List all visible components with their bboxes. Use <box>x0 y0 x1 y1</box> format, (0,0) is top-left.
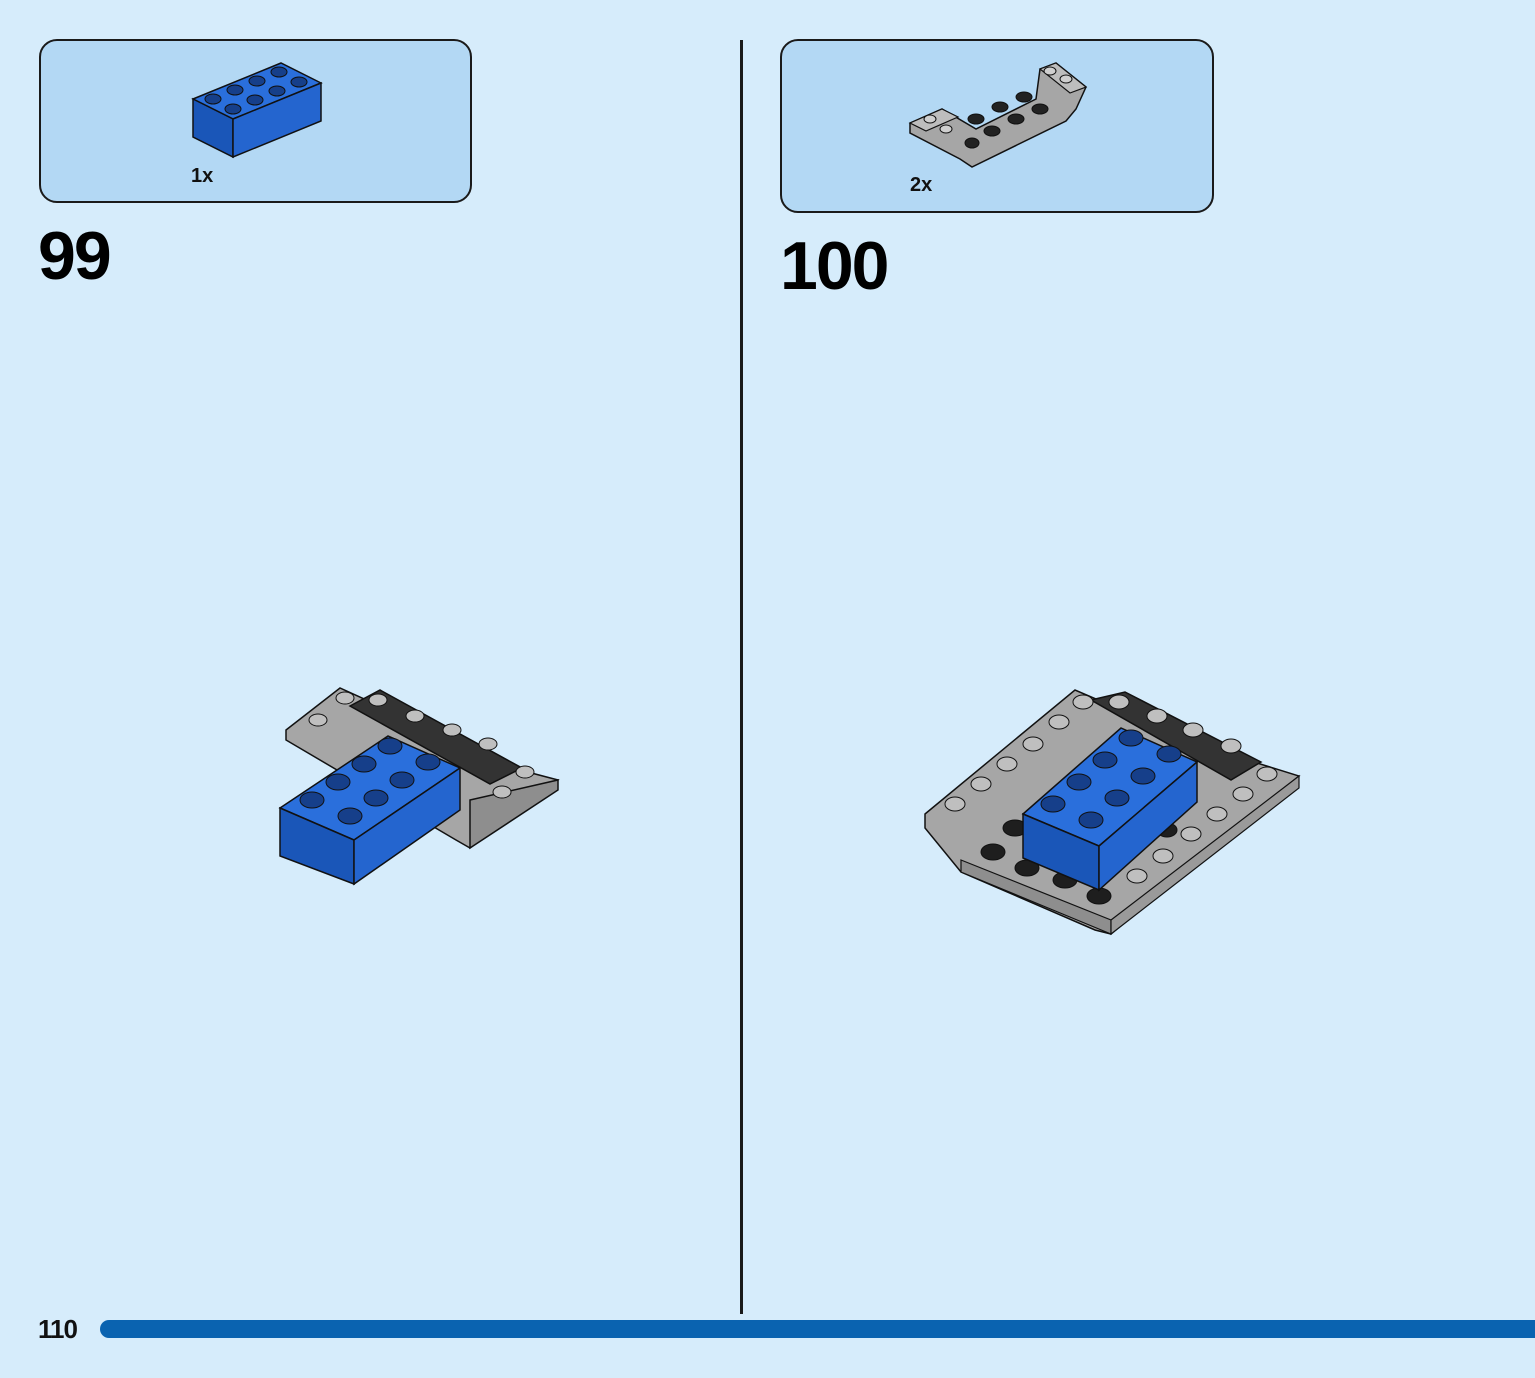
progress-bar <box>100 1320 1535 1338</box>
step-divider <box>740 40 743 1314</box>
part-quantity: 2x <box>910 174 933 196</box>
step-99-model-illustration <box>278 687 560 886</box>
blue-brick-2x4-icon <box>191 62 323 159</box>
parts-callout-step-100: 2x <box>780 39 1214 213</box>
step-number: 100 <box>780 228 889 304</box>
step-100-model-illustration <box>924 689 1301 936</box>
step-number: 99 <box>38 218 112 294</box>
gray-inverted-slope-plate-icon <box>908 62 1088 168</box>
parts-callout-step-99: 1x <box>39 39 472 203</box>
page-number: 110 <box>38 1314 78 1344</box>
part-quantity: 1x <box>191 165 214 187</box>
